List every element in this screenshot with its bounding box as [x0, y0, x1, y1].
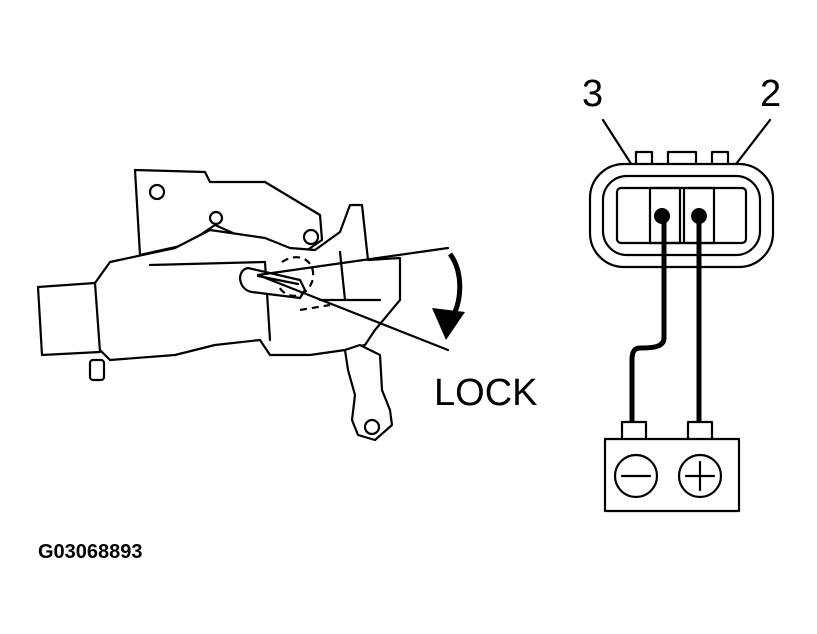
- angle-line-lower: [256, 273, 450, 352]
- hidden-lever-outline: [277, 256, 315, 297]
- lock-lever: [343, 343, 394, 442]
- connector-cavity: [615, 186, 748, 245]
- body-edge: [148, 260, 267, 267]
- connector-wiring: 3 2: [582, 73, 781, 513]
- arrow-head: [432, 308, 465, 340]
- bracket-hole: [208, 210, 224, 226]
- battery-terminal-pos: [686, 420, 714, 442]
- angle-line-upper: [256, 246, 450, 277]
- figure-id: G03068893: [38, 541, 143, 563]
- lever-hole: [363, 418, 381, 436]
- bracket-hole: [148, 183, 166, 201]
- hidden-edge: [299, 303, 331, 312]
- battery-terminal-neg: [620, 420, 648, 442]
- curved-arrow-down-icon: [447, 252, 463, 313]
- connector-tabs: [634, 150, 730, 167]
- pin-3-label: 3: [582, 73, 603, 115]
- actuator-connector: [36, 281, 102, 357]
- body-edge: [338, 250, 347, 302]
- connector-rim: [601, 174, 762, 257]
- connector-latch: [88, 358, 106, 382]
- minus-icon: [613, 453, 659, 499]
- plus-icon: [677, 453, 723, 499]
- bracket-hole: [302, 228, 320, 246]
- plus-sign: [684, 460, 716, 492]
- pin-2-label: 2: [760, 73, 781, 115]
- wire-negative: [629, 216, 667, 425]
- door-lock-assembly: LOCK: [36, 168, 537, 442]
- lock-label: LOCK: [434, 372, 537, 414]
- connector-body: [588, 162, 775, 269]
